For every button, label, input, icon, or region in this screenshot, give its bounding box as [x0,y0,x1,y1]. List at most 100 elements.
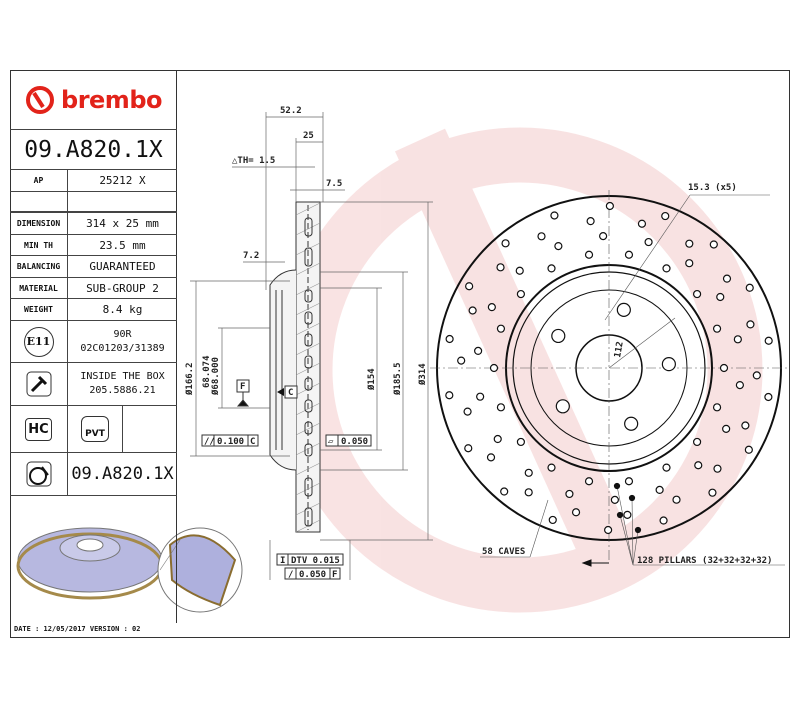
drilled-hole [661,211,670,221]
part-number: 09.A820.1X [10,130,177,170]
drilled-hole [662,264,671,273]
drilled-hole [524,468,533,477]
drilled-hole [744,445,753,454]
wheel-bolt-hole [661,357,676,372]
brembo-logo-icon [26,85,55,114]
drilled-hole [712,403,722,412]
dim-7-2: 7.2 [243,251,259,261]
wheel-bolt-hole [616,302,631,317]
dia-154: Ø154 [366,368,377,391]
drilled-hole [722,424,731,433]
drilled-hole [547,264,556,273]
drilled-hole [764,336,773,345]
drilled-hole [489,363,499,373]
drilled-hole [708,488,717,497]
svg-text:F: F [240,382,245,392]
svg-text:0.050: 0.050 [341,437,368,447]
balancing-label: BALANCING [10,256,68,277]
drilled-hole [692,437,702,447]
datum-c: C [277,385,298,399]
ap-value: 25212 X [99,174,146,187]
box-line1: INSIDE THE BOX [80,371,165,382]
dimension-label: DIMENSION [10,213,68,234]
drilled-hole [745,283,754,292]
drawing-frame [10,70,790,638]
drilled-hole [741,421,750,430]
box-line2: 205.5886.21 [89,385,156,396]
e11-line2: 02C01203/31389 [80,342,165,354]
brand-logo: brembo [10,70,177,130]
drilled-hole [586,217,595,226]
datum-f: F [236,379,250,407]
pillar-marker [613,482,621,490]
disc-3d-render [16,527,243,613]
wheel-bolt-hole [624,416,639,431]
drilled-hole [655,485,664,495]
drilled-hole [605,201,614,211]
drilled-hole [496,324,506,333]
drilled-hole [464,444,473,453]
drilled-hole [500,487,509,496]
drilled-hole [709,240,718,249]
dia-68-074: 68.074 [202,355,212,388]
bottom-part-number: 09.A820.1X [71,464,174,484]
pillars-label: 128 PILLARS (32+32+32+32) [637,556,772,566]
weight-label: WEIGHT [10,299,68,320]
pillar-marker [634,526,642,534]
drilled-hole [716,292,725,302]
drilled-hole [445,334,454,344]
minth-value: 23.5 mm [99,238,146,252]
drilled-hole [496,403,506,412]
drilled-hole [623,510,632,519]
drilled-hole [486,453,496,462]
e11-badge-icon: E11 [23,326,54,357]
drilled-hole [719,363,729,373]
drilled-hole [764,392,773,402]
drilled-hole [445,391,454,400]
material-label: MATERIAL [10,278,68,298]
svg-text:0.100: 0.100 [217,437,244,447]
svg-text:0.050: 0.050 [299,570,326,580]
drilled-hole [610,495,619,504]
e11-line1: 90R [113,328,132,340]
pvt-icon: PVT [81,416,109,442]
drilled-hole [752,371,761,380]
wheel-bolt-hole [555,399,570,414]
drilled-hole [694,461,703,470]
drilled-hole [722,274,732,283]
svg-text:▱: ▱ [328,437,334,447]
drilled-hole [662,463,671,472]
drilled-hole [659,516,668,525]
drilled-hole [599,232,608,241]
drilled-hole [524,488,533,497]
drilled-hole [516,437,526,447]
drilled-hole [496,263,505,272]
svg-text:C: C [288,388,293,398]
dimension-value: 314 x 25 mm [86,217,159,230]
drilled-hole [735,381,744,390]
drilled-hole [584,250,594,259]
weight-value: 8.4 kg [102,303,143,316]
vent-slots [304,217,313,527]
drilled-hole [584,477,594,486]
drilled-hole [457,356,466,365]
pillar-marker [628,494,636,502]
drilled-hole [712,324,722,333]
section-hatch [295,202,321,533]
dim-7-5: 7.5 [326,179,342,189]
drilled-hole [476,392,485,401]
drilled-hole [537,232,546,241]
drilled-hole [672,495,681,504]
minth-label: MIN TH [10,235,68,255]
dim-52-2: 52.2 [280,106,302,116]
drilled-hole [515,266,524,275]
drilled-hole [733,335,742,344]
drilled-hole [604,525,613,535]
drilled-hole [550,211,559,220]
disc-pad-icon [26,461,51,487]
svg-text:C: C [250,437,255,447]
